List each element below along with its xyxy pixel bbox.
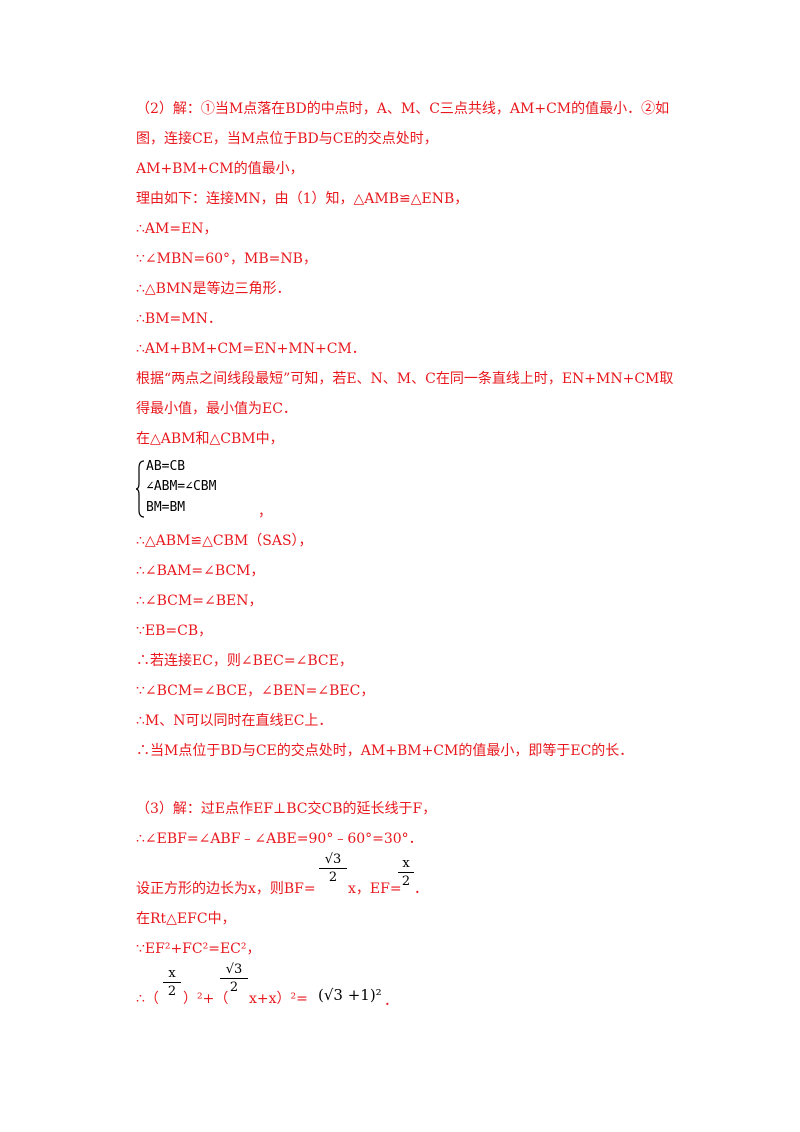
equation-line: ∠ABM=∠CBM bbox=[146, 479, 217, 494]
text-line: 得最小值，最小值为EC． bbox=[136, 401, 297, 417]
fraction-x-over-2: x 2 bbox=[398, 856, 414, 889]
text-line: （2）解：①当M点落在BD的中点时，A、M、C三点共线，AM+CM的值最小．②如 bbox=[136, 101, 670, 117]
text-line: ∴当M点位于BD与CE的交点处时，AM+BM+CM的值最小，即等于EC的长． bbox=[136, 743, 634, 759]
text-line: ， bbox=[258, 504, 272, 520]
text-line: 在△ABM和△CBM中， bbox=[136, 431, 284, 447]
text-line: ∴∠BCM=∠BEN， bbox=[136, 593, 263, 609]
fraction-sqrt3-over-2: √3 2 bbox=[220, 962, 248, 995]
text-line: ∴△ABM≌△CBM（SAS）， bbox=[136, 533, 313, 549]
text-line: 设正方形的边长为x，则BF= bbox=[136, 881, 316, 897]
text-line: x，EF= bbox=[348, 881, 402, 897]
text-line: ． bbox=[384, 993, 398, 1009]
text-line: x+x）²= bbox=[249, 991, 308, 1007]
text-line: ∴（ bbox=[136, 991, 159, 1007]
text-line: ∴BM=MN． bbox=[136, 311, 222, 327]
equation-rhs: (√3 +1)² bbox=[318, 986, 382, 1004]
text-line: 理由如下：连接MN，由（1）知，△AMB≌△ENB， bbox=[136, 191, 469, 207]
equation-line: AB=CB bbox=[146, 459, 186, 474]
text-line: 在Rt△EFC中， bbox=[136, 911, 236, 927]
text-line: ∵EB=CB， bbox=[136, 623, 213, 639]
text-line: ）²+（ bbox=[183, 991, 229, 1007]
text-line: （3）解：过E点作EF⊥BC交CB的延长线于F， bbox=[136, 801, 437, 817]
text-line: ∴AM+BM+CM=EN+MN+CM． bbox=[136, 341, 366, 357]
text-line: ∴∠BAM=∠BCM， bbox=[136, 563, 265, 579]
text-line: ∴△BMN是等边三角形． bbox=[136, 281, 291, 297]
text-line: AM+BM+CM的值最小， bbox=[136, 161, 304, 177]
text-line: ∴若连接EC，则∠BEC=∠BCE， bbox=[136, 653, 353, 669]
left-brace bbox=[136, 460, 145, 518]
equation-line: BM=BM bbox=[146, 500, 186, 515]
text-line: 根据“两点之间线段最短”可知，若E、N、M、C在同一条直线上时，EN+MN+CM… bbox=[136, 371, 674, 387]
text-line: ． bbox=[414, 881, 428, 897]
text-line: ∴AM=EN， bbox=[136, 221, 218, 237]
text-line: ∵EF²+FC²=EC²， bbox=[136, 941, 261, 957]
text-line: ∴M、N可以同时在直线EC上． bbox=[136, 713, 333, 729]
fraction-x-over-2: x 2 bbox=[163, 966, 181, 999]
text-line: ∴∠EBF=∠ABF﹣∠ABE=90°﹣60°=30°． bbox=[136, 831, 423, 847]
text-line: 图，连接CE，当M点位于BD与CE的交点处时， bbox=[136, 131, 438, 147]
text-line: ∵∠BCM=∠BCE，∠BEN=∠BEC， bbox=[136, 683, 375, 699]
fraction-sqrt3-over-2: √3 2 bbox=[319, 852, 347, 885]
text-line: ∵∠MBN=60°，MB=NB， bbox=[136, 251, 317, 267]
